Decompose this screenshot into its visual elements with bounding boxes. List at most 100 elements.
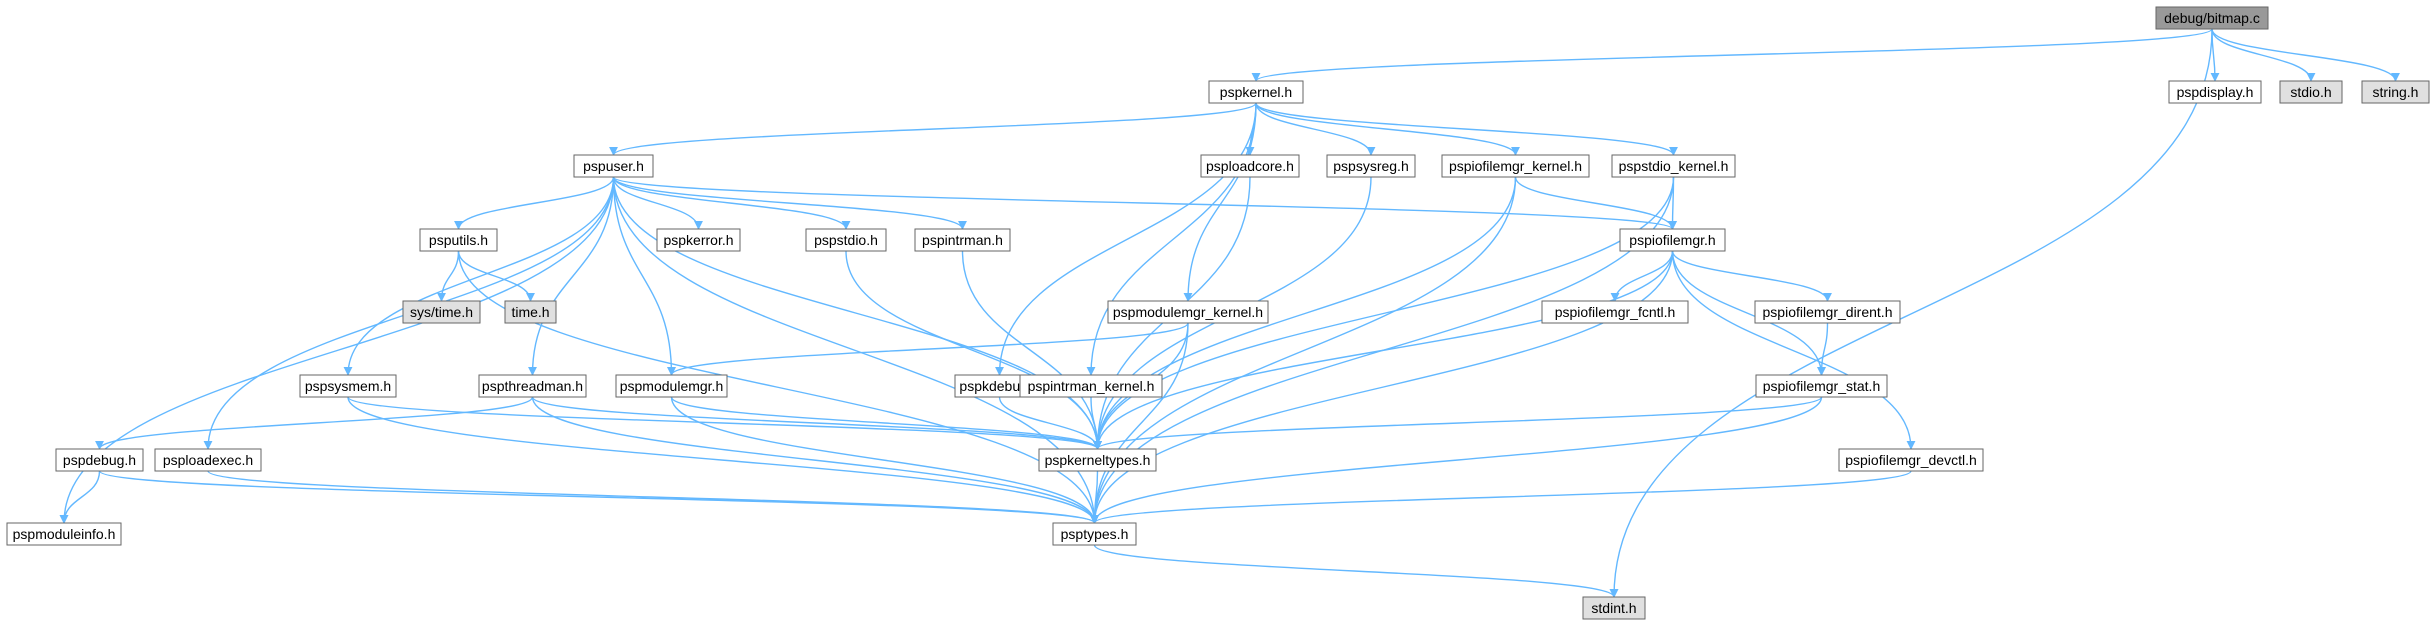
node-time: time.h (504, 300, 557, 324)
node-label-psputils: psputils.h (429, 232, 488, 248)
node-label-pspiofilemgr_stat: pspiofilemgr_stat.h (1763, 378, 1881, 394)
node-label-pspstdio_kernel: pspstdio_kernel.h (1619, 158, 1729, 174)
node-label-psploadexec: psploadexec.h (163, 452, 253, 468)
node-psptypes[interactable]: psptypes.h (1052, 522, 1137, 546)
edge-pspiofilemgr-to-pspiofilemgr_devctl (1671, 250, 1916, 450)
node-pspsysmem[interactable]: pspsysmem.h (299, 374, 397, 398)
node-label-pspmodulemgr_kernel: pspmodulemgr_kernel.h (1113, 304, 1263, 320)
node-box-bitmap (2155, 6, 2269, 30)
node-pspkerneltypes[interactable]: pspkerneltypes.h (1038, 448, 1157, 472)
node-pspdebug[interactable]: pspdebug.h (55, 448, 144, 472)
node-pspiofilemgr_dirent[interactable]: pspiofilemgr_dirent.h (1754, 300, 1901, 324)
node-box-pspmodulemgr_kernel (1107, 300, 1269, 324)
edge-pspuser-to-pspmoduleinfo (59, 176, 615, 524)
edge-pspkernel-to-pspkdebug (995, 102, 1257, 376)
node-pspmodulemgr_kernel[interactable]: pspmodulemgr_kernel.h (1107, 300, 1269, 324)
edge-pspdebug-to-psptypes (98, 470, 1099, 524)
node-label-pspmoduleinfo: pspmoduleinfo.h (13, 526, 116, 542)
edge-pspintrman-to-pspkerneltypes (961, 250, 1102, 450)
node-pspkerror[interactable]: pspkerror.h (656, 228, 741, 252)
node-pspsysreg[interactable]: pspsysreg.h (1326, 154, 1416, 178)
node-box-pspintrman (914, 228, 1011, 252)
edge-pspuser-to-pspthreadman (528, 176, 615, 376)
node-pspmoduleinfo[interactable]: pspmoduleinfo.h (6, 522, 122, 546)
node-stdint: stdint.h (1582, 596, 1646, 620)
node-box-pspiofilemgr_devctl (1838, 448, 1984, 472)
node-pspstdio_kernel[interactable]: pspstdio_kernel.h (1611, 154, 1736, 178)
edge-pspmodulemgr-to-psptypes (670, 396, 1099, 524)
node-pspuser[interactable]: pspuser.h (573, 154, 654, 178)
node-label-pspintrman: pspintrman.h (922, 232, 1003, 248)
node-psploadexec[interactable]: psploadexec.h (154, 448, 262, 472)
edge-pspiofilemgr-to-pspiofilemgr_fcntl (1610, 250, 1674, 302)
node-psploadcore[interactable]: psploadcore.h (1200, 154, 1300, 178)
node-systime: sys/time.h (402, 300, 481, 324)
edge-pspiofilemgr_stat-to-pspkerneltypes (1093, 396, 1823, 450)
edge-pspiofilemgr_kernel-to-psptypes (1090, 176, 1517, 524)
node-label-time: time.h (511, 304, 549, 320)
edge-pspkernel-to-pspsysreg (1255, 102, 1376, 156)
edge-bitmap-to-stdint (1609, 28, 2213, 598)
node-bitmap[interactable]: debug/bitmap.c (2155, 6, 2269, 30)
node-pspiofilemgr[interactable]: pspiofilemgr.h (1619, 228, 1726, 252)
node-pspiofilemgr_fcntl[interactable]: pspiofilemgr_fcntl.h (1541, 300, 1689, 324)
node-box-stdint (1582, 596, 1646, 620)
node-label-bitmap: debug/bitmap.c (2164, 10, 2260, 26)
node-box-time (504, 300, 557, 324)
node-box-pspsysmem (299, 374, 397, 398)
edge-pspiofilemgr_devctl-to-psptypes (1090, 470, 1912, 524)
edge-pspsysmem-to-pspkerneltypes (347, 396, 1102, 450)
node-box-psploadexec (154, 448, 262, 472)
node-pspthreadman[interactable]: pspthreadman.h (478, 374, 587, 398)
edge-bitmap-to-pspkernel (1251, 28, 2213, 82)
node-psputils[interactable]: psputils.h (419, 228, 498, 252)
node-box-pspsysreg (1326, 154, 1416, 178)
node-box-pspdebug (55, 448, 144, 472)
node-pspiofilemgr_kernel[interactable]: pspiofilemgr_kernel.h (1441, 154, 1590, 178)
node-pspkernel[interactable]: pspkernel.h (1208, 80, 1304, 104)
edge-pspuser-to-pspiofilemgr (612, 176, 1677, 230)
node-pspintrman_kernel[interactable]: pspintrman_kernel.h (1019, 374, 1163, 398)
node-box-psputils (419, 228, 498, 252)
node-box-pspintrman_kernel (1019, 374, 1163, 398)
node-box-pspstdio_kernel (1611, 154, 1736, 178)
edge-psploadexec-to-psptypes (207, 470, 1099, 524)
edge-pspthreadman-to-psptypes (531, 396, 1099, 524)
node-pspmodulemgr[interactable]: pspmodulemgr.h (615, 374, 728, 398)
node-pspiofilemgr_devctl[interactable]: pspiofilemgr_devctl.h (1838, 448, 1984, 472)
node-label-pspkerneltypes: pspkerneltypes.h (1045, 452, 1151, 468)
edge-pspuser-to-pspintrman (612, 176, 967, 230)
edge-pspmodulemgr_kernel-to-psptypes (1090, 322, 1189, 524)
edge-pspkernel-to-pspintrman_kernel (1086, 102, 1257, 376)
node-label-pspdebug: pspdebug.h (63, 452, 136, 468)
node-pspstdio[interactable]: pspstdio.h (805, 228, 887, 252)
edge-bitmap-to-string (2211, 28, 2400, 82)
node-label-pspiofilemgr_dirent: pspiofilemgr_dirent.h (1763, 304, 1893, 320)
node-box-pspuser (573, 154, 654, 178)
node-stdio: stdio.h (2279, 80, 2343, 104)
node-box-pspiofilemgr_kernel (1441, 154, 1590, 178)
node-label-psploadcore: psploadcore.h (1206, 158, 1294, 174)
node-label-pspkerror: pspkerror.h (663, 232, 733, 248)
node-label-stdint: stdint.h (1591, 600, 1636, 616)
edge-pspiofilemgr-to-pspiofilemgr_stat (1671, 250, 1826, 376)
node-pspintrman[interactable]: pspintrman.h (914, 228, 1011, 252)
node-box-pspiofilemgr_dirent (1754, 300, 1901, 324)
edge-psputils-to-time (457, 250, 535, 302)
node-label-pspiofilemgr_kernel: pspiofilemgr_kernel.h (1449, 158, 1582, 174)
node-pspiofilemgr_stat[interactable]: pspiofilemgr_stat.h (1755, 374, 1888, 398)
node-label-pspdisplay: pspdisplay.h (2177, 84, 2254, 100)
node-box-systime (402, 300, 481, 324)
node-box-psploadcore (1200, 154, 1300, 178)
edge-pspthreadman-to-pspdebug (95, 396, 534, 450)
edge-bitmap-to-stdio (2211, 28, 2316, 82)
node-pspdisplay[interactable]: pspdisplay.h (2168, 80, 2262, 104)
node-label-pspiofilemgr: pspiofilemgr.h (1629, 232, 1715, 248)
node-label-pspthreadman: pspthreadman.h (482, 378, 583, 394)
edge-pspiofilemgr_kernel-to-pspiofilemgr (1514, 176, 1677, 230)
node-box-psptypes (1052, 522, 1137, 546)
node-box-pspdisplay (2168, 80, 2262, 104)
edge-pspkernel-to-pspiofilemgr_kernel (1255, 102, 1520, 156)
node-box-pspkernel (1208, 80, 1304, 104)
